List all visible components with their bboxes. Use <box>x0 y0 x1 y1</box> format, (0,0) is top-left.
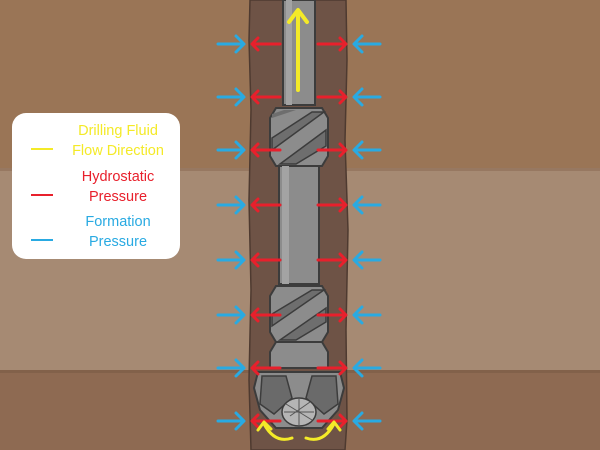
formation-arrow-right <box>352 411 382 431</box>
drill-collar-highlight <box>282 166 289 284</box>
formation-arrow-left <box>216 195 246 215</box>
hydrostatic-arrow-right <box>316 307 348 323</box>
stabilizer-upper <box>269 107 329 167</box>
legend-label-hydrostatic: Hydrostatic Pressure <box>58 167 178 207</box>
legend-swatch-fluid <box>31 148 53 150</box>
formation-arrow-right <box>352 305 382 325</box>
hydrostatic-arrow-right <box>316 89 348 105</box>
legend-label-fluid-line2: Flow Direction <box>72 143 164 159</box>
hydrostatic-arrow-left <box>250 197 282 213</box>
hydrostatic-arrow-left <box>250 36 282 52</box>
drill-bit <box>252 371 346 429</box>
formation-arrow-right <box>352 34 382 54</box>
bit-sub <box>269 341 329 369</box>
legend-swatch-formation <box>31 239 53 241</box>
fluid-flow-arrow-up <box>287 8 309 92</box>
legend-item-fluid: Drilling Fluid Flow Direction <box>12 121 180 161</box>
drill-pipe-highlight <box>286 0 292 105</box>
formation-arrow-left <box>216 140 246 160</box>
hydrostatic-arrow-left <box>250 360 282 376</box>
formation-arrow-right <box>352 195 382 215</box>
hydrostatic-arrow-right <box>316 413 348 429</box>
formation-arrow-left <box>216 358 246 378</box>
formation-arrow-left <box>216 250 246 270</box>
hydrostatic-arrow-left <box>250 252 282 268</box>
legend-item-hydrostatic: Hydrostatic Pressure <box>12 167 180 207</box>
hydrostatic-arrow-right <box>316 142 348 158</box>
stabilizer-lower <box>269 285 329 343</box>
hydrostatic-arrow-right <box>316 360 348 376</box>
legend-label-formation: Formation Pressure <box>58 212 178 252</box>
hydrostatic-arrow-right <box>316 252 348 268</box>
hydrostatic-arrow-left <box>250 413 282 429</box>
fluid-flow-arrow-bit-left <box>256 420 294 441</box>
hydrostatic-arrow-left <box>250 89 282 105</box>
formation-arrow-right <box>352 87 382 107</box>
legend-swatch-hydrostatic <box>31 194 53 196</box>
legend-label-hydrostatic-line2: Pressure <box>88 189 148 205</box>
legend-label-hydrostatic-line1: Hydrostatic <box>81 169 155 185</box>
legend-label-formation-line1: Formation <box>85 214 151 230</box>
hydrostatic-arrow-right <box>316 197 348 213</box>
fluid-flow-arrows <box>256 8 342 441</box>
legend-label-fluid: Drilling Fluid Flow Direction <box>58 121 178 161</box>
formation-arrow-left <box>216 34 246 54</box>
hydrostatic-arrow-left <box>250 307 282 323</box>
formation-arrow-left <box>216 411 246 431</box>
formation-arrow-right <box>352 250 382 270</box>
formation-arrow-right <box>352 140 382 160</box>
formation-pressure-arrows <box>216 34 382 431</box>
formation-arrow-left <box>216 87 246 107</box>
legend: Drilling Fluid Flow Direction Hydrostati… <box>12 113 180 259</box>
hydrostatic-pressure-arrows <box>250 36 348 429</box>
formation-arrow-left <box>216 305 246 325</box>
legend-item-formation: Formation Pressure <box>12 212 180 252</box>
legend-label-formation-line2: Pressure <box>88 234 148 250</box>
hydrostatic-arrow-right <box>316 36 348 52</box>
fluid-flow-arrow-bit-right <box>304 420 342 441</box>
hydrostatic-arrow-left <box>250 142 282 158</box>
formation-arrow-right <box>352 358 382 378</box>
legend-label-fluid-line1: Drilling Fluid <box>78 123 158 139</box>
